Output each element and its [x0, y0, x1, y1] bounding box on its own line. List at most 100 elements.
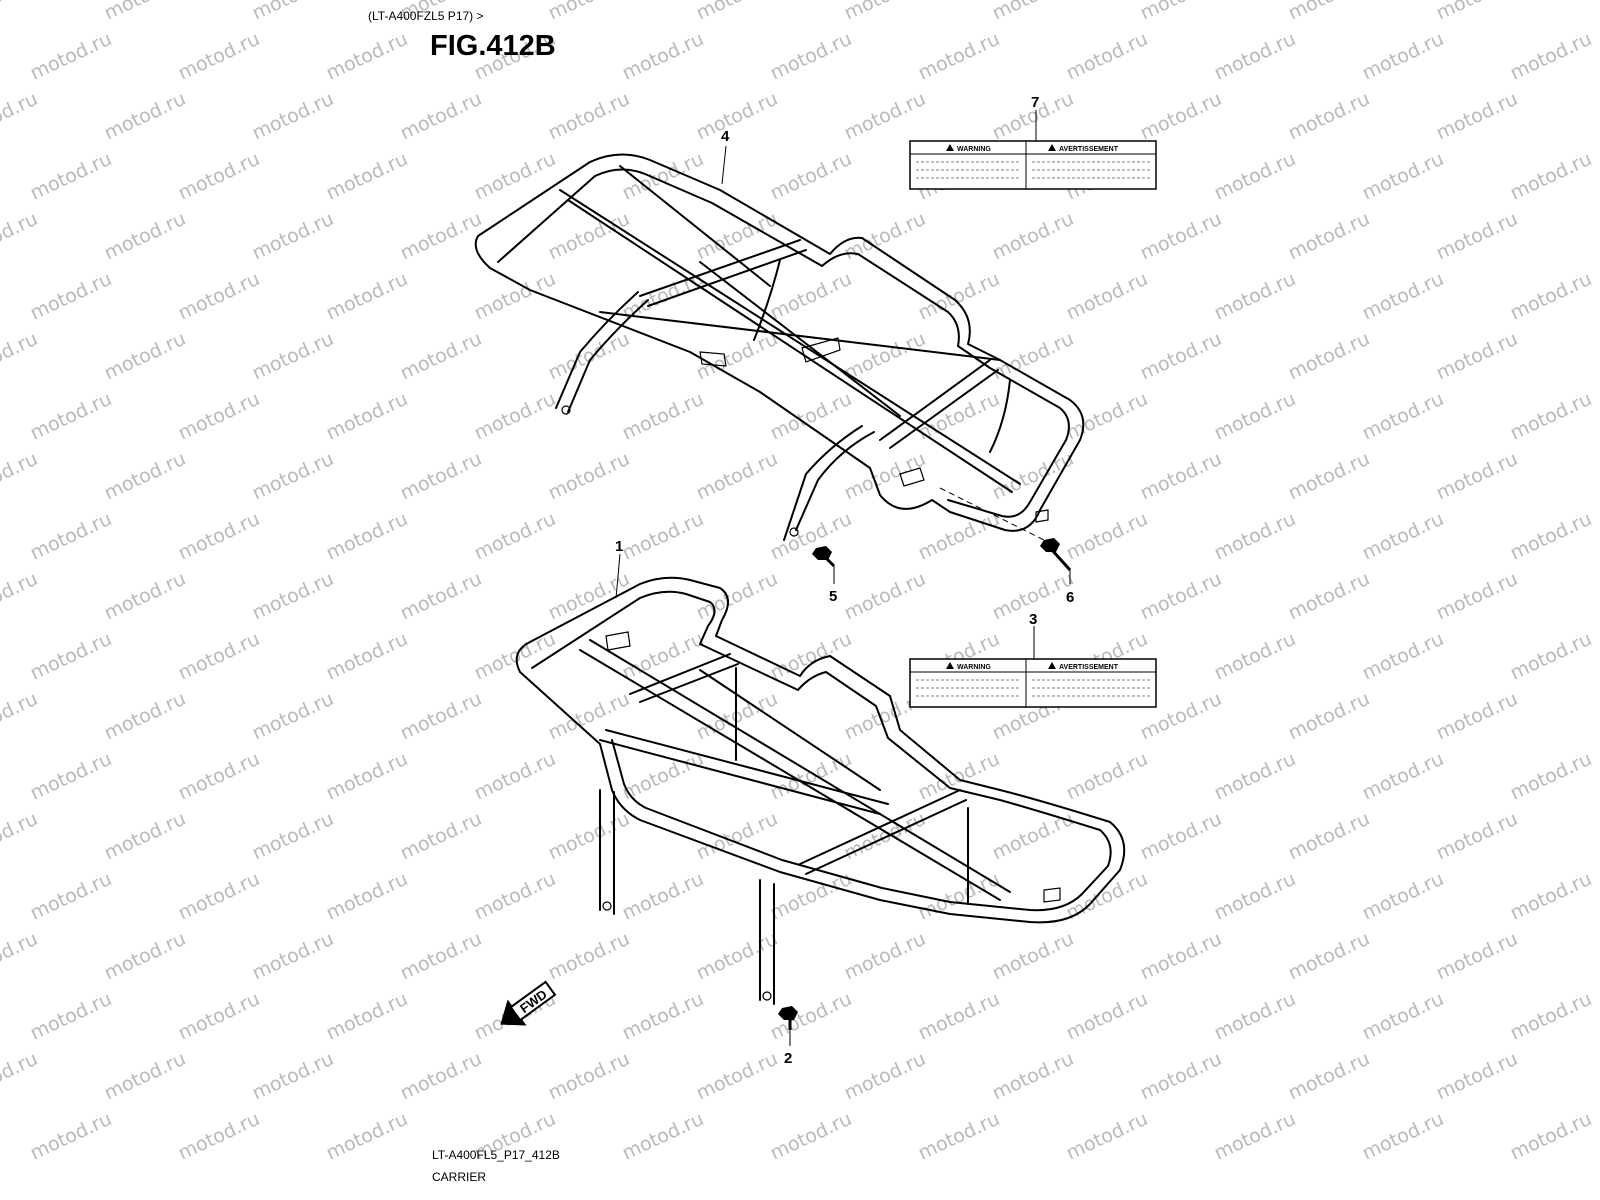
- watermark-text: motod.ru: [693, 88, 781, 145]
- watermark-text: motod.ru: [1137, 208, 1225, 265]
- watermark-text: motod.ru: [1359, 148, 1447, 205]
- watermark-text: motod.ru: [989, 928, 1077, 985]
- callout-5: 5: [829, 588, 837, 605]
- watermark-text: motod.ru: [767, 268, 855, 325]
- watermark-text: motod.ru: [1063, 508, 1151, 565]
- callout-6: 6: [1066, 589, 1074, 606]
- watermark-text: motod.ru: [27, 508, 115, 565]
- watermark-text: motod.ru: [1359, 628, 1447, 685]
- watermark-text: motod.ru: [693, 0, 781, 25]
- watermark-text: motod.ru: [323, 868, 411, 925]
- watermark-text: motod.ru: [27, 868, 115, 925]
- watermark-text: motod.ru: [1211, 388, 1299, 445]
- watermark-text: motod.ru: [1507, 388, 1595, 445]
- watermark-text: motod.ru: [915, 748, 1003, 805]
- watermark-text: motod.ru: [693, 568, 781, 625]
- watermark-text: motod.ru: [545, 928, 633, 985]
- watermark-text: motod.ru: [471, 148, 559, 205]
- watermark-text: motod.ru: [841, 928, 929, 985]
- callout-2: 2: [784, 1050, 792, 1067]
- watermark-text: motod.ru: [1137, 808, 1225, 865]
- watermark-text: motod.ru: [619, 28, 707, 85]
- watermark-text: motod.ru: [915, 508, 1003, 565]
- watermark-text: motod.ru: [1285, 88, 1373, 145]
- watermark-text: motod.ru: [471, 628, 559, 685]
- watermark-text: motod.ru: [323, 388, 411, 445]
- figure-code: LT-A400FL5_P17_412B: [432, 1148, 560, 1162]
- watermark-text: motod.ru: [175, 28, 263, 85]
- watermark-text: motod.ru: [1507, 1108, 1595, 1165]
- watermark-text: motod.ru: [1063, 748, 1151, 805]
- watermark-text: motod.ru: [249, 928, 337, 985]
- watermark-text: motod.ru: [1285, 328, 1373, 385]
- watermark-text: motod.ru: [1063, 1108, 1151, 1165]
- watermark-text: motod.ru: [693, 928, 781, 985]
- watermark-text: motod.ru: [101, 688, 189, 745]
- watermark-text: motod.ru: [1063, 268, 1151, 325]
- leader-lines: [615, 110, 1071, 1046]
- watermark-text: motod.ru: [619, 628, 707, 685]
- section-name: CARRIER: [432, 1170, 486, 1184]
- watermark-text: motod.ru: [1507, 268, 1595, 325]
- watermark-text: motod.ru: [1063, 388, 1151, 445]
- watermark-text: motod.ru: [1433, 88, 1521, 145]
- watermark-text: motod.ru: [841, 208, 929, 265]
- watermark-text: motod.ru: [0, 88, 41, 145]
- watermark-text: motod.ru: [545, 88, 633, 145]
- watermark-text: motod.ru: [0, 808, 41, 865]
- watermark-text: motod.ru: [175, 388, 263, 445]
- watermark-text: motod.ru: [545, 208, 633, 265]
- watermark-text: motod.ru: [397, 568, 485, 625]
- watermark-text: motod.ru: [249, 1048, 337, 1105]
- label-3-warning: WARNING: [957, 664, 991, 671]
- watermark-text: motod.ru: [545, 688, 633, 745]
- watermark-text: motod.ru: [841, 0, 929, 25]
- watermark-text: motod.ru: [767, 628, 855, 685]
- watermark-text: motod.ru: [1137, 88, 1225, 145]
- rear-carrier-drawing: [474, 153, 1085, 572]
- watermark-text: motod.ru: [1285, 928, 1373, 985]
- watermark-text: motod.ru: [323, 628, 411, 685]
- watermark-text: motod.ru: [1507, 748, 1595, 805]
- watermark-text: motod.ru: [249, 0, 337, 25]
- callout-3: 3: [1029, 611, 1037, 628]
- front-carrier-drawing: [515, 576, 1126, 1030]
- watermark-text: motod.ru: [249, 208, 337, 265]
- watermark-text: motod.ru: [397, 928, 485, 985]
- watermark-text: motod.ru: [1211, 1108, 1299, 1165]
- watermark-text: motod.ru: [0, 328, 41, 385]
- watermark-text: motod.ru: [323, 148, 411, 205]
- watermark-text: motod.ru: [249, 808, 337, 865]
- watermark-text: motod.ru: [1211, 748, 1299, 805]
- watermark-text: motod.ru: [1063, 868, 1151, 925]
- warning-triangle-icon: [946, 662, 954, 669]
- watermark-text: motod.ru: [619, 508, 707, 565]
- watermark-text: motod.ru: [841, 88, 929, 145]
- watermark-text: motod.ru: [397, 208, 485, 265]
- watermark-text: motod.ru: [693, 328, 781, 385]
- watermark-text: motod.ru: [1433, 568, 1521, 625]
- watermark-text: motod.ru: [1285, 568, 1373, 625]
- watermark-text: motod.ru: [545, 328, 633, 385]
- watermark-text: motod.ru: [619, 868, 707, 925]
- watermark-text: motod.ru: [989, 208, 1077, 265]
- watermark-text: motod.ru: [1359, 28, 1447, 85]
- watermark-text: motod.ru: [471, 388, 559, 445]
- watermark-text: motod.ru: [1211, 868, 1299, 925]
- watermark-text: motod.ru: [175, 748, 263, 805]
- watermark-text: motod.ru: [545, 568, 633, 625]
- watermark-text: motod.ru: [0, 448, 41, 505]
- watermark-text: motod.ru: [1359, 868, 1447, 925]
- model-range: (LT-A400FZL5 P17) >: [368, 9, 484, 23]
- watermark-text: motod.ru: [101, 568, 189, 625]
- watermark-text: motod.ru: [1063, 28, 1151, 85]
- watermark-text: motod.ru: [249, 88, 337, 145]
- watermark-text: motod.ru: [0, 0, 41, 25]
- watermark-text: motod.ru: [101, 808, 189, 865]
- bolt-2-icon: [778, 1006, 798, 1030]
- watermark-text: motod.ru: [27, 1108, 115, 1165]
- watermark-text: motod.ru: [1359, 388, 1447, 445]
- watermark-text: motod.ru: [767, 28, 855, 85]
- label-7-avertissement: AVERTISSEMENT: [1059, 146, 1119, 153]
